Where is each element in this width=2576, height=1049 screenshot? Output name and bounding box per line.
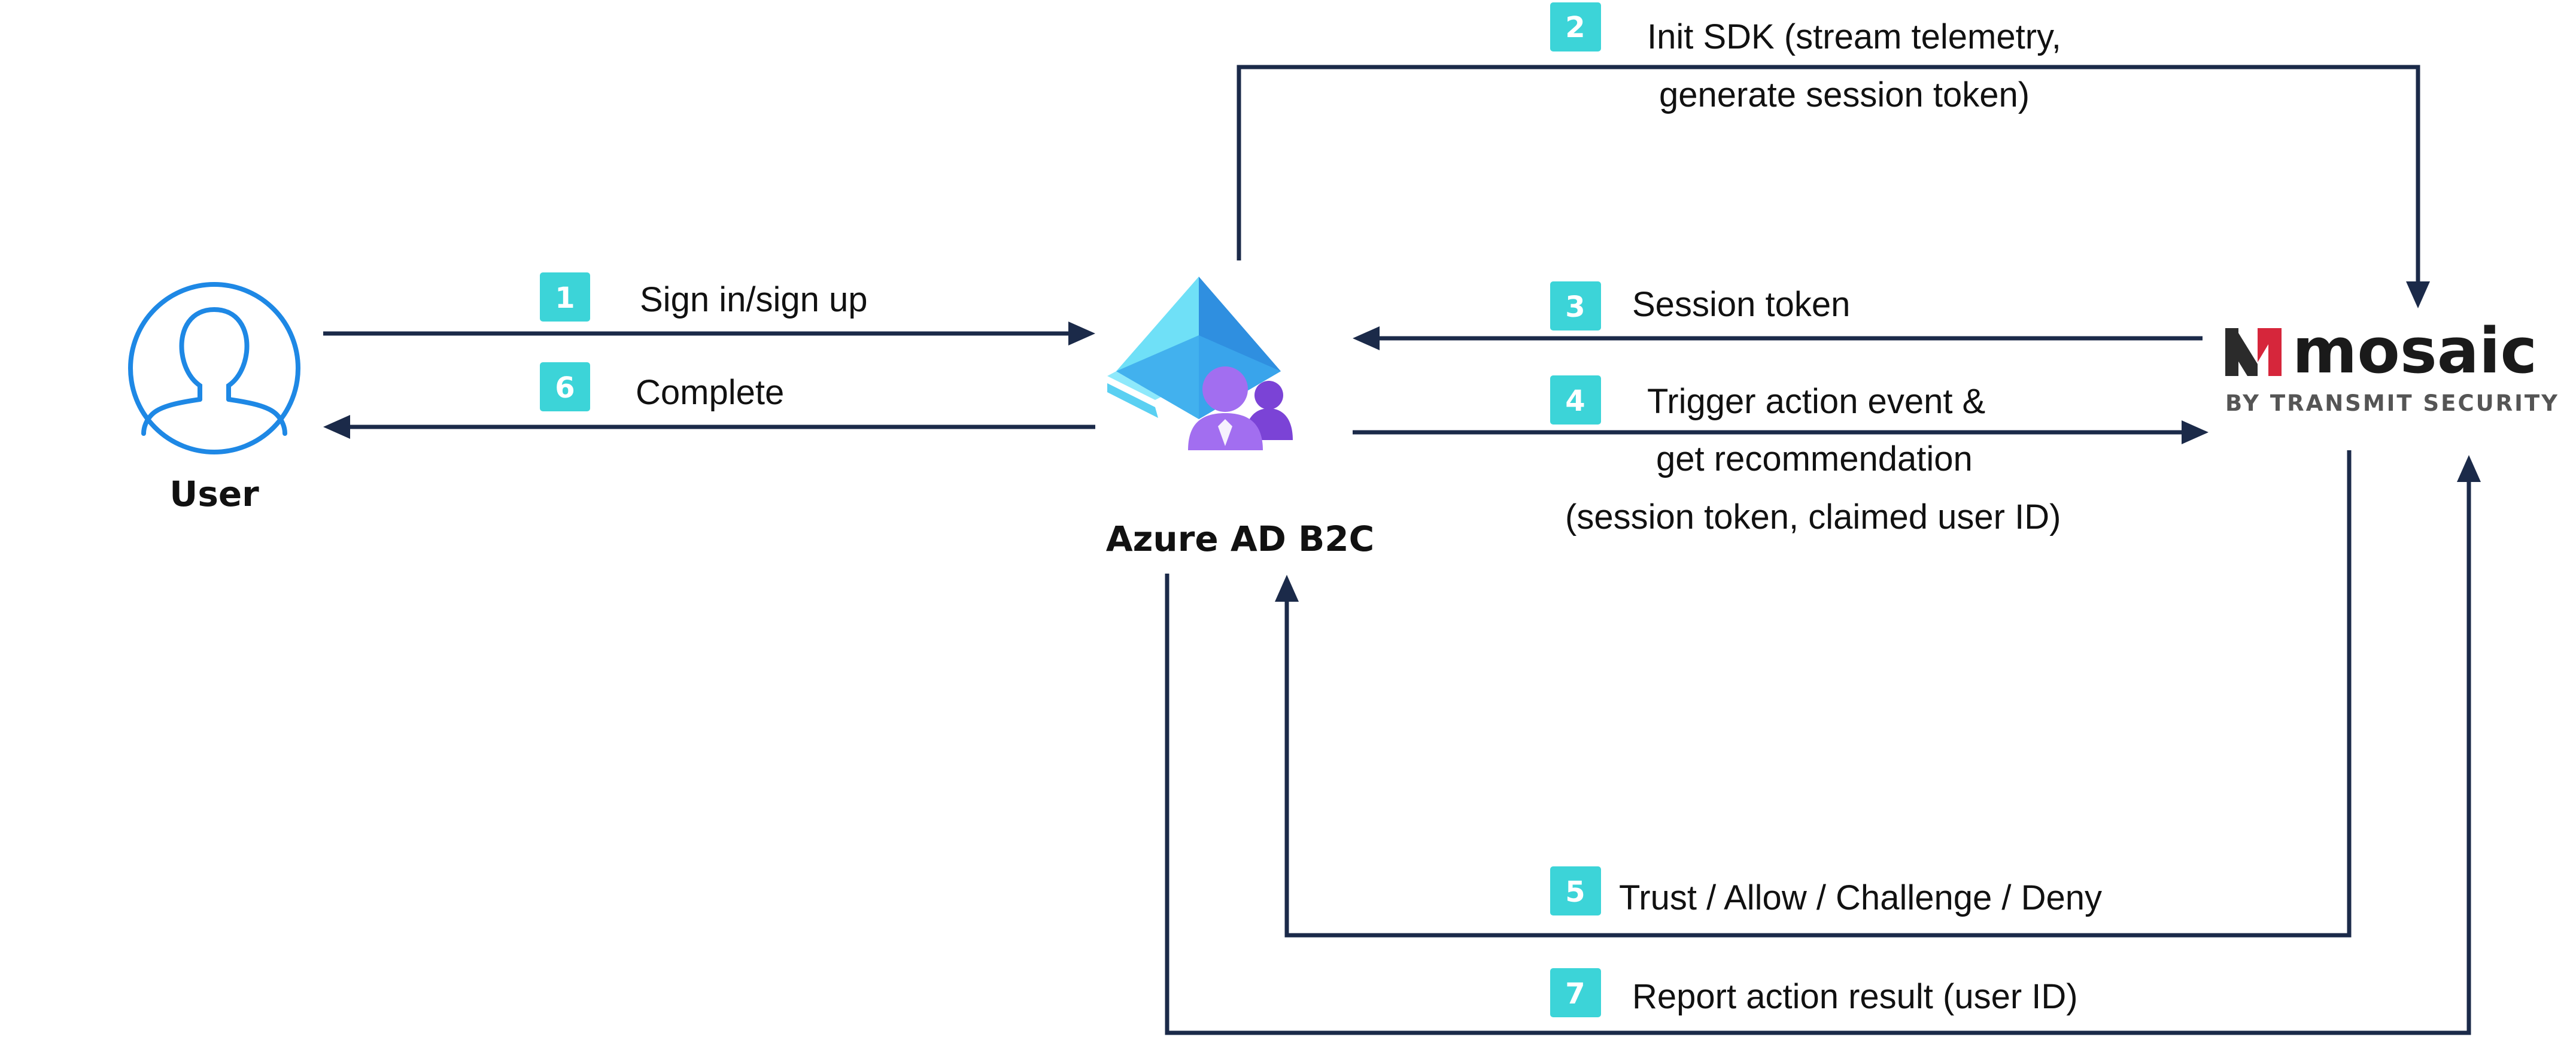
mosaic-logo-icon <box>2225 328 2282 376</box>
azure-ad-b2c-icon <box>1107 277 1293 450</box>
step-number: 5 <box>1565 875 1585 909</box>
step-label: Report action result (user ID) <box>1632 977 2078 1016</box>
step-number: 6 <box>555 371 575 405</box>
flow-7-connector <box>1165 455 2481 1035</box>
step-label: Trust / Allow / Challenge / Deny <box>1619 878 2102 917</box>
step-label: Complete <box>636 373 784 412</box>
step-badge <box>1550 375 1601 425</box>
step-number: 1 <box>555 281 575 315</box>
step-badge <box>540 272 590 322</box>
flow-5-connector <box>1275 450 2352 938</box>
mosaic-node: mosaic BY TRANSMIT SECURITY <box>2225 314 2559 416</box>
azure-label: Azure AD B2C <box>1106 519 1374 559</box>
step-badge <box>540 362 590 411</box>
step-5: 5 Trust / Allow / Challenge / Deny <box>1550 866 2102 917</box>
step-number: 3 <box>1565 290 1585 324</box>
flow-4-connector <box>1353 420 2209 444</box>
flow-3-connector <box>1353 326 2203 350</box>
step-label: get recommendation <box>1656 439 1973 478</box>
step-label: Session token <box>1632 285 1850 324</box>
flow-2-connector <box>1237 65 2430 308</box>
step-label: Init SDK (stream telemetry, <box>1647 17 2061 56</box>
step-badge <box>1550 2 1601 51</box>
step-2: 2 Init SDK (stream telemetry, generate s… <box>1550 2 2061 114</box>
flow-6-connector <box>323 415 1095 439</box>
mosaic-brand: mosaic <box>2292 314 2537 387</box>
step-7: 7 Report action result (user ID) <box>1550 968 2078 1017</box>
step-badge <box>1550 281 1601 331</box>
step-badge <box>1550 866 1601 915</box>
step-3: 3 Session token <box>1550 281 1850 331</box>
step-6: 6 Complete <box>540 362 784 412</box>
mosaic-tagline: BY TRANSMIT SECURITY <box>2225 390 2559 416</box>
step-label: Trigger action event & <box>1647 382 1985 421</box>
user-label: User <box>169 474 259 514</box>
step-badge <box>1550 968 1601 1017</box>
step-label: generate session token) <box>1659 75 2030 114</box>
step-1: 1 Sign in/sign up <box>540 272 867 322</box>
flow-1-connector <box>323 322 1095 345</box>
user-node: User <box>128 282 300 514</box>
azure-node: Azure AD B2C <box>1106 277 1374 559</box>
step-number: 4 <box>1565 384 1585 418</box>
step-number: 2 <box>1565 11 1585 44</box>
step-number: 7 <box>1565 977 1585 1011</box>
step-label: (session token, claimed user ID) <box>1565 498 2061 536</box>
step-label: Sign in/sign up <box>640 280 867 319</box>
step-4: 4 Trigger action event & get recommendat… <box>1550 375 2061 536</box>
user-circle-icon <box>128 282 300 454</box>
